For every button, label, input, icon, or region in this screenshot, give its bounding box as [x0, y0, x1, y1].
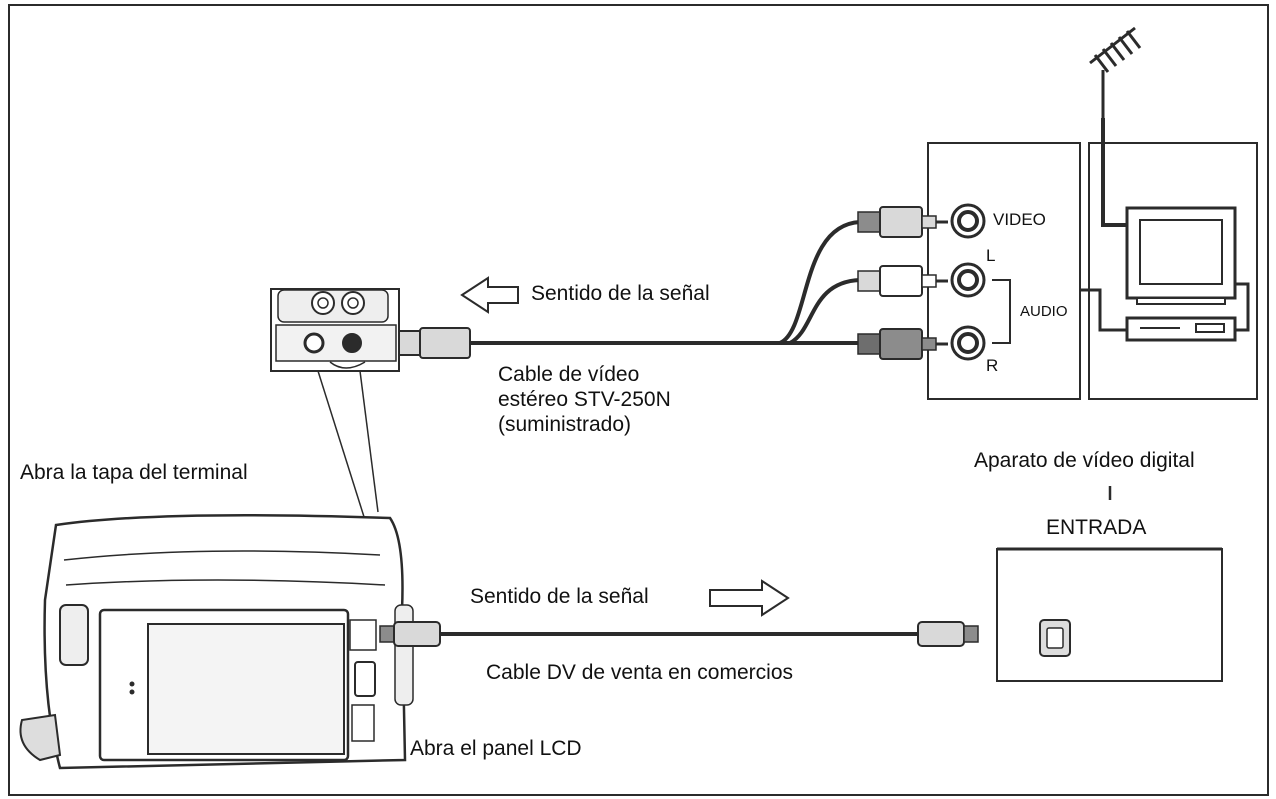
digital-video-device-icon: [996, 547, 1223, 682]
dv-plug-camcorder-icon: [379, 621, 441, 647]
signal-direction-bottom-label: Sentido de la señal: [470, 585, 649, 608]
audio-bracket: [992, 279, 1011, 344]
tv-vcr-link: [1080, 288, 1127, 332]
dv-plug-device-icon: [917, 621, 979, 647]
antenna-icon: [1089, 26, 1142, 118]
callout-line-left: [317, 370, 366, 521]
dv-cable-label: Cable DV de venta en comercios: [486, 661, 793, 684]
stereo-cable-label: Cable de vídeo estéreo STV-250N (suminis…: [498, 362, 671, 438]
signal-direction-top-label: Sentido de la señal: [531, 282, 710, 305]
rca-plug-right-icon: [857, 328, 948, 360]
callout-line-right: [359, 370, 379, 513]
antenna-cable: [1101, 118, 1130, 227]
av-input-panel: [927, 142, 1081, 400]
stereo-cable-line-2: estéreo STV-250N: [498, 388, 671, 412]
stereo-cable-line-1: Cable de vídeo: [498, 363, 640, 386]
diagram-frame: [8, 4, 1269, 796]
vcr-icon: [1125, 316, 1237, 342]
audio-left-jack-icon: [950, 262, 986, 298]
rca-plug-video-icon: [857, 206, 948, 238]
tv-vcr-link-2: [1235, 282, 1250, 332]
video-jack-label: VIDEO: [993, 210, 1046, 229]
audio-left-label: L: [986, 246, 996, 265]
audio-right-label: R: [986, 356, 999, 375]
rca-plug-left-icon: [857, 265, 948, 297]
digital-video-device-label: Aparato de vídeo digital: [974, 449, 1195, 472]
stereo-cable-line-3: (suministrado): [498, 413, 632, 437]
video-jack-icon: [950, 203, 986, 239]
stereo-cable: [470, 220, 861, 345]
signal-arrow-left-icon: [460, 276, 519, 314]
camcorder-icon: [19, 513, 414, 770]
input-label: ENTRADA: [1046, 516, 1147, 539]
audio-label: AUDIO: [1020, 303, 1068, 320]
tv-icon: [1125, 206, 1237, 305]
tv-vcr-box: [1088, 142, 1258, 400]
terminal-inset: [270, 288, 400, 372]
open-lcd-panel-label: Abra el panel LCD: [410, 737, 582, 760]
signal-arrow-right-icon: [709, 579, 790, 617]
open-terminal-cover-label: Abra la tapa del terminal: [20, 461, 248, 484]
audio-right-jack-icon: [950, 325, 986, 361]
